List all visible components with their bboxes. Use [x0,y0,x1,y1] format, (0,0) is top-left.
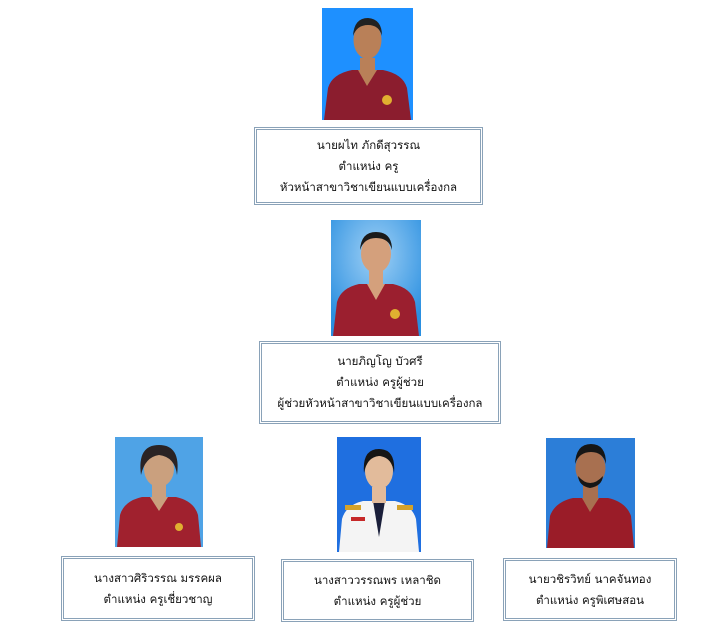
member-position: ตำแหน่ง ครูผู้ช่วย [336,375,424,389]
photo-member-siriwan [115,437,203,547]
portrait-image [115,437,203,547]
photo-member-wachirawit [546,438,635,548]
info-card-member-wannaporn: นางสาววรรณพร เหลาชิด ตำแหน่ง ครูผู้ช่วย [281,559,474,622]
photo-assistant-head [331,220,421,336]
photo-member-wannaporn [337,437,421,552]
photo-head-of-department [322,8,413,120]
member-position: ตำแหน่ง ครูเชี่ยวชาญ [103,591,213,606]
info-card-member-wachirawit: นายวชิรวิทย์ นาคจันทอง ตำแหน่ง ครูพิเศษส… [503,558,677,621]
member-role: หัวหน้าสาขาวิชาเขียนแบบเครื่องกล [279,179,458,194]
member-name: นางสาววรรณพร เหลาชิด [313,572,442,587]
member-name: นายภิญโญ บัวศรี [337,354,423,368]
member-position: ตำแหน่ง ครูผู้ช่วย [333,593,422,608]
info-card-member-siriwan: นางสาวศิริวรรณ มรรคผล ตำแหน่ง ครูเชี่ยวช… [61,556,255,621]
member-position: ตำแหน่ง ครู [338,158,399,173]
member-position: ตำแหน่ง ครูพิเศษสอน [535,592,645,607]
member-name: นายวชิรวิทย์ นาคจันทอง [528,571,652,586]
member-name: นางสาวศิริวรรณ มรรคผล [94,570,222,585]
portrait-image [337,437,421,552]
portrait-image [331,220,421,336]
member-name: นายผไท ภักดีสุวรรณ [316,137,421,152]
portrait-image [322,8,413,120]
portrait-image [546,438,635,548]
member-role: ผู้ช่วยหัวหน้าสาขาวิชาเขียนแบบเครื่องกล [277,396,483,410]
info-card-head-of-department: นายผไท ภักดีสุวรรณ ตำแหน่ง ครู หัวหน้าสา… [254,127,483,205]
info-card-assistant-head: นายภิญโญ บัวศรี ตำแหน่ง ครูผู้ช่วย ผู้ช่… [259,341,501,424]
